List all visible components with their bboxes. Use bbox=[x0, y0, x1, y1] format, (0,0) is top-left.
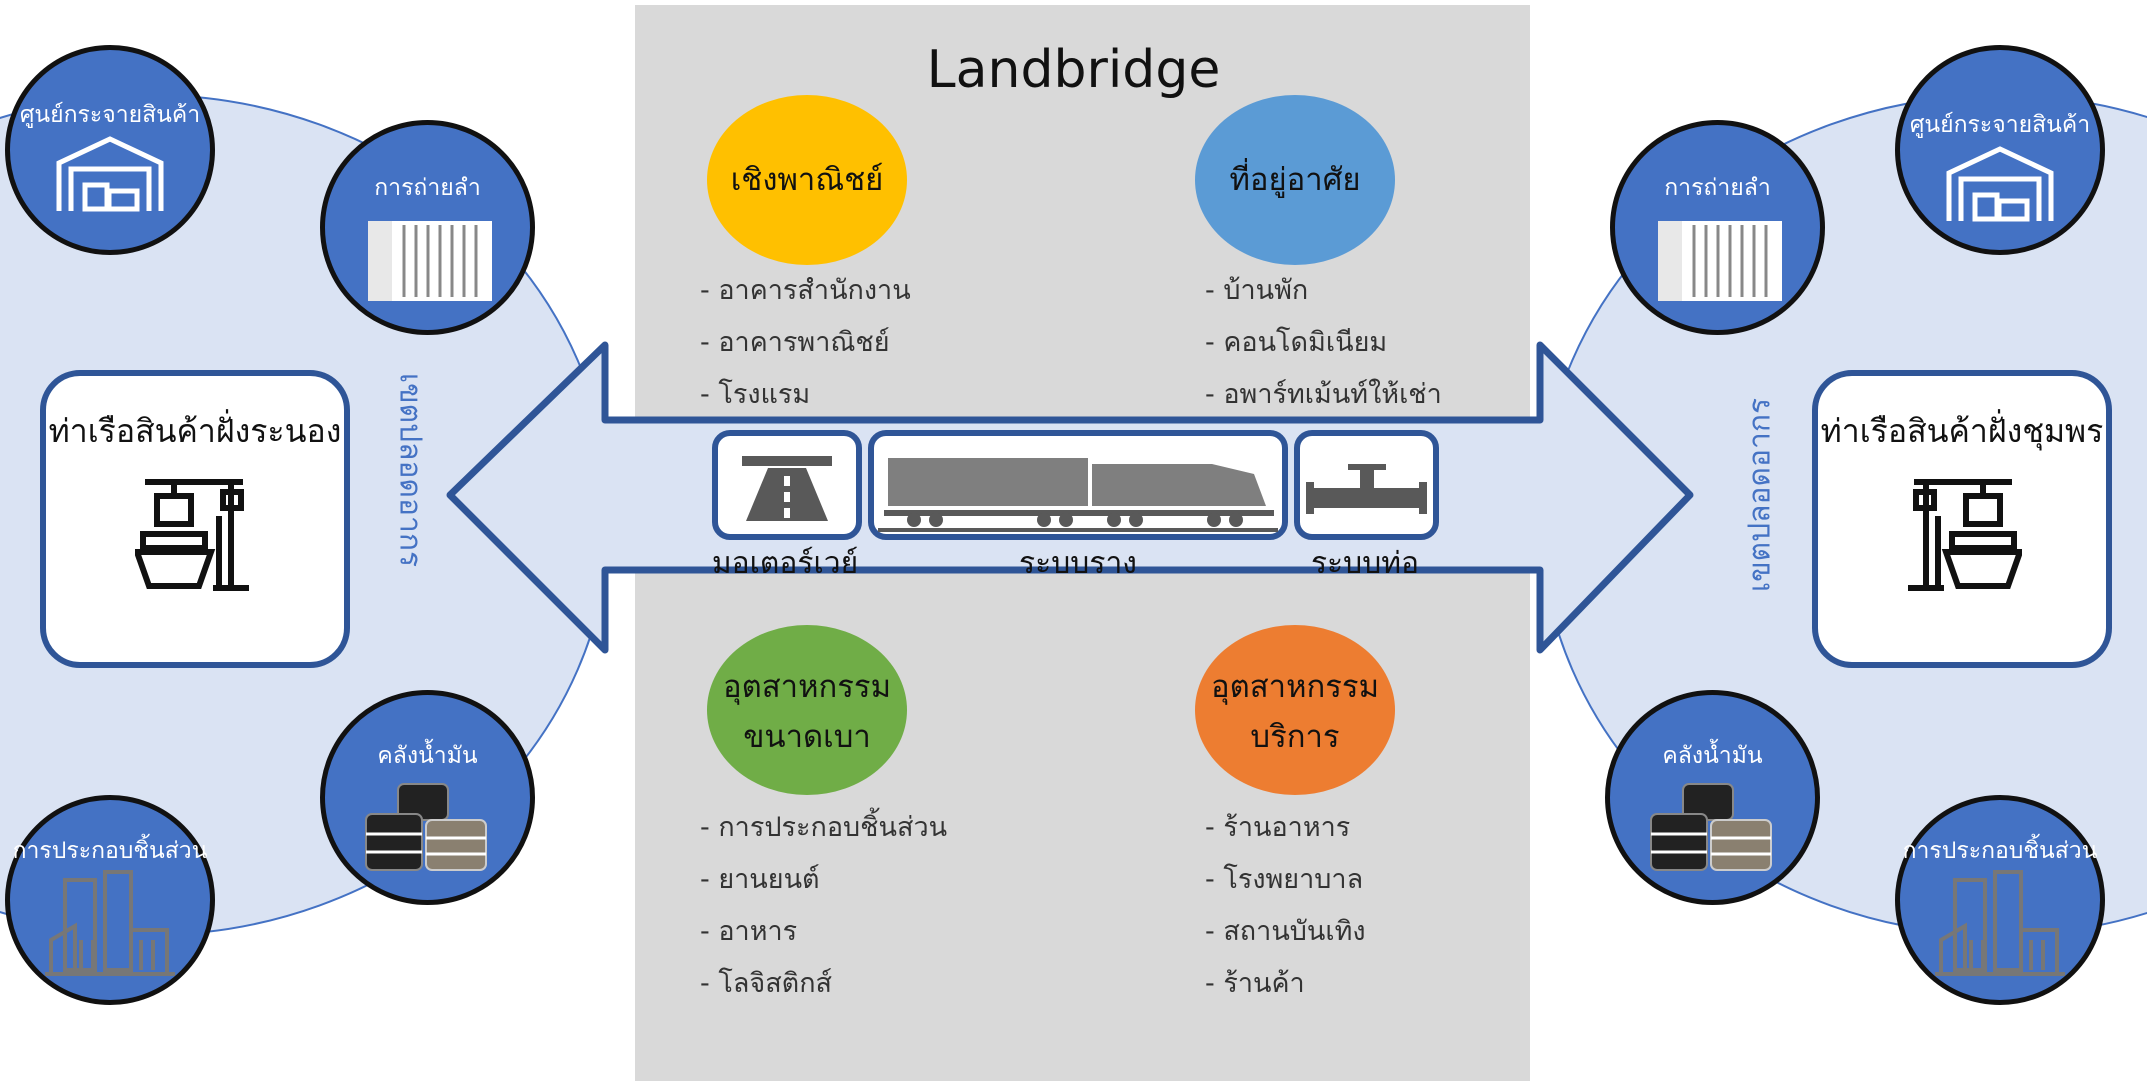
left-assembly-node: การประกอบชิ้นส่วน bbox=[5, 795, 215, 1005]
commercial-label: เชิงพาณิชย์ bbox=[730, 162, 884, 198]
list-item: - บ้านพัก bbox=[1205, 275, 1309, 306]
service-industry-label: อุตสาหกรรม บริการ bbox=[1195, 665, 1395, 759]
service-industry-label-line1: อุตสาหกรรม bbox=[1210, 669, 1380, 705]
list-item: - โลจิสติกส์ bbox=[700, 968, 833, 999]
light-industry-label: อุตสาหกรรม ขนาดเบา bbox=[707, 665, 907, 759]
left-assembly-label: การประกอบชิ้นส่วน bbox=[12, 838, 208, 864]
pipeline-box bbox=[1294, 430, 1439, 540]
left-port-box: ท่าเรือสินค้าฝั่งระนอง bbox=[40, 370, 350, 668]
motorway-box bbox=[712, 430, 862, 540]
right-transshipment-node: การถ่ายลำ bbox=[1610, 120, 1825, 335]
list-item: - สถานบันเทิง bbox=[1205, 916, 1366, 947]
right-port-title: ท่าเรือสินค้าฝั่งชุมพร bbox=[1820, 412, 2104, 450]
motorway-icon bbox=[742, 456, 832, 521]
list-item: - โรงแรม bbox=[700, 379, 811, 410]
left-oil-label: คลังน้ำมัน bbox=[377, 743, 478, 769]
oil-tank-icon bbox=[1649, 783, 1772, 871]
warehouse-icon bbox=[1946, 146, 2054, 222]
list-item: - ร้านอาหาร bbox=[1205, 812, 1351, 843]
list-item: - อาหาร bbox=[700, 916, 798, 947]
residential-label: ที่อยู่อาศัย bbox=[1229, 162, 1361, 198]
right-port-box: ท่าเรือสินค้าฝั่งชุมพร bbox=[1812, 370, 2112, 668]
train-icon bbox=[878, 458, 1278, 532]
left-transshipment-node: การถ่ายลำ bbox=[320, 120, 535, 335]
list-item: - อพาร์ทเม้นท์ให้เช่า bbox=[1205, 379, 1442, 410]
left-port-title: ท่าเรือสินค้าฝั่งระนอง bbox=[48, 412, 342, 450]
crane-ship-icon bbox=[1908, 479, 2022, 591]
container-icon bbox=[367, 221, 492, 301]
right-zone-label: เขตปลอดอากร bbox=[1742, 397, 1778, 593]
service-industry-label-line2: บริการ bbox=[1250, 719, 1340, 755]
rail-label: ระบบราง bbox=[1019, 546, 1137, 581]
light-industry-label-line1: อุตสาหกรรม bbox=[722, 669, 892, 705]
list-item: - อาคารสำนักงาน bbox=[700, 275, 911, 306]
node-circle bbox=[5, 45, 215, 255]
service-industry-list: - ร้านอาหาร - โรงพยาบาล - สถานบันเทิง - … bbox=[1205, 802, 1366, 1010]
warehouse-icon bbox=[56, 136, 164, 212]
left-oil-node: คลังน้ำมัน bbox=[320, 690, 535, 905]
container-icon bbox=[1657, 221, 1782, 301]
diagram-title: Landbridge bbox=[926, 40, 1221, 100]
left-zone-label: เขตปลอดอากร bbox=[392, 372, 428, 568]
light-industry-label-line2: ขนาดเบา bbox=[743, 719, 871, 755]
left-distribution-label: ศูนย์กระจายสินค้า bbox=[19, 102, 201, 128]
right-distribution-label: ศูนย์กระจายสินค้า bbox=[1909, 112, 2091, 138]
pipe-icon bbox=[1306, 464, 1427, 514]
right-oil-node: คลังน้ำมัน bbox=[1605, 690, 1820, 905]
left-transshipment-label: การถ่ายลำ bbox=[374, 175, 481, 201]
pipeline-label: ระบบท่อ bbox=[1310, 546, 1420, 581]
left-distribution-node: ศูนย์กระจายสินค้า bbox=[5, 45, 215, 255]
list-item: - คอนโดมิเนียม bbox=[1205, 327, 1388, 358]
rail-box bbox=[868, 430, 1288, 540]
factory-icon bbox=[1935, 870, 2065, 976]
crane-ship-icon bbox=[135, 479, 249, 591]
list-item: - โรงพยาบาล bbox=[1205, 864, 1364, 895]
motorway-label: มอเตอร์เวย์ bbox=[711, 546, 859, 581]
list-item: - การประกอบชิ้นส่วน bbox=[700, 812, 948, 843]
right-distribution-node: ศูนย์กระจายสินค้า bbox=[1895, 45, 2105, 255]
factory-icon bbox=[45, 870, 175, 976]
list-item: - ยานยนต์ bbox=[700, 864, 820, 895]
right-assembly-node: การประกอบชิ้นส่วน bbox=[1895, 795, 2105, 1005]
list-item: - อาคารพาณิชย์ bbox=[700, 327, 890, 358]
right-oil-label: คลังน้ำมัน bbox=[1662, 743, 1763, 769]
right-assembly-label: การประกอบชิ้นส่วน bbox=[1902, 838, 2098, 864]
right-transshipment-label: การถ่ายลำ bbox=[1664, 175, 1771, 201]
list-item: - ร้านค้า bbox=[1205, 968, 1305, 999]
light-industry-list: - การประกอบชิ้นส่วน - ยานยนต์ - อาหาร - … bbox=[700, 802, 947, 1010]
commercial-list: - อาคารสำนักงาน - อาคารพาณิชย์ - โรงแรม bbox=[700, 265, 911, 421]
residential-list: - บ้านพัก - คอนโดมิเนียม - อพาร์ทเม้นท์ใ… bbox=[1205, 265, 1442, 421]
oil-tank-icon bbox=[364, 783, 487, 871]
